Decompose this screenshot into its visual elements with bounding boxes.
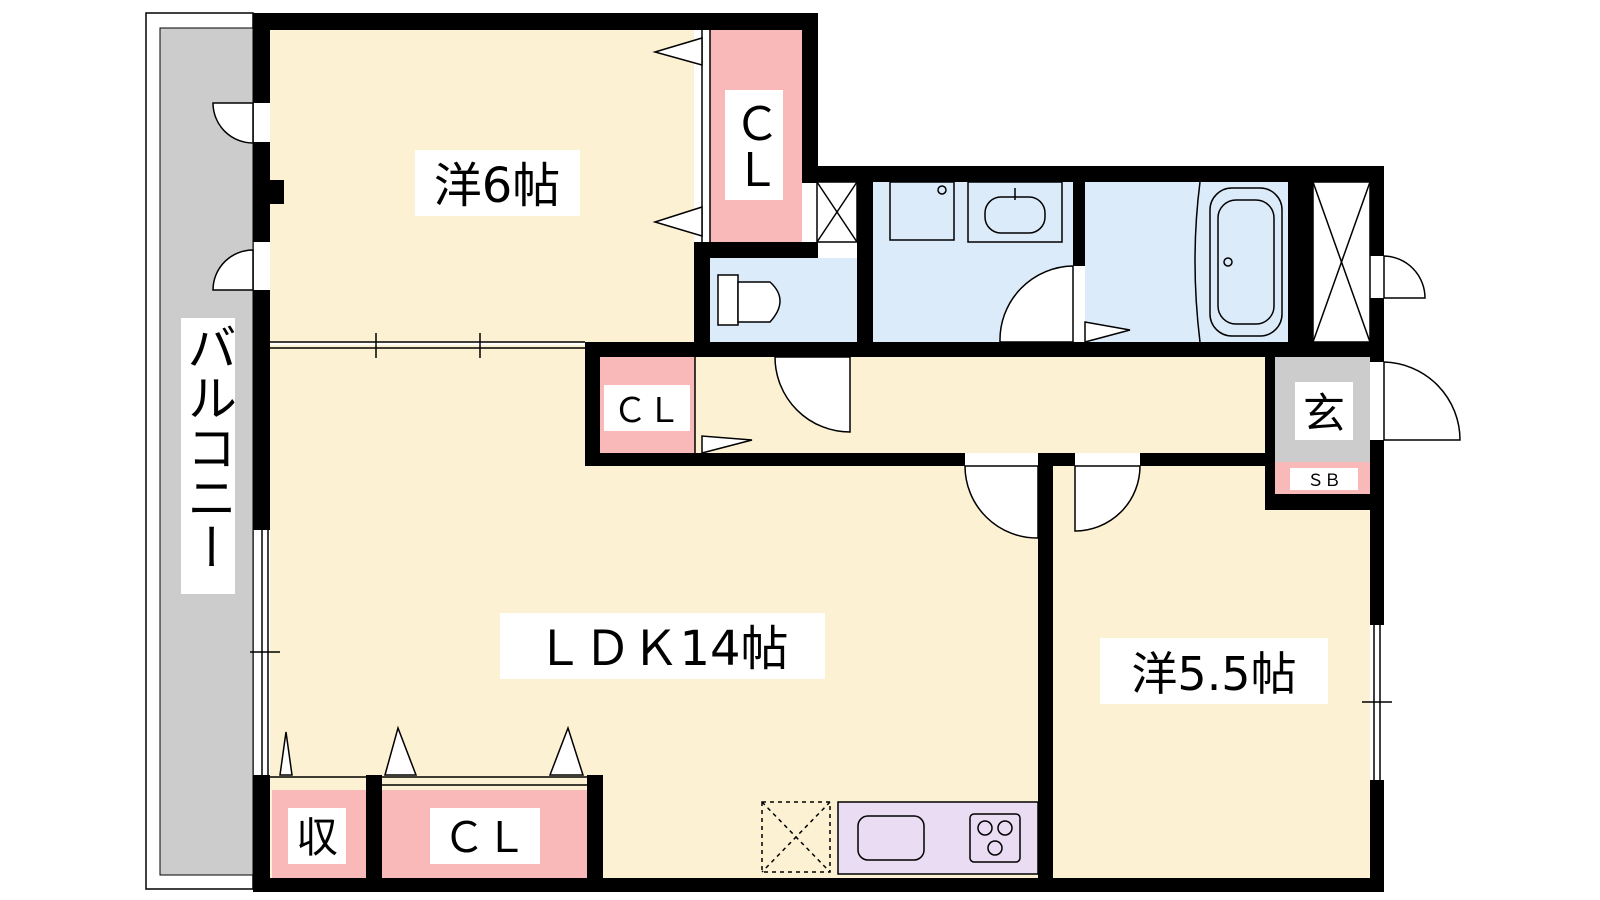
partitions [250,30,1392,786]
door-closet-top-2 [652,205,703,238]
label-western-room-6: 洋6帖 [434,158,561,214]
door-western-room-55 [1074,465,1141,532]
pipe-shaft-icon [1312,181,1371,343]
door-toilet [774,356,851,433]
label-closet-bottom: ＣＬ [443,813,527,862]
floors [270,30,1370,878]
fixtures [717,181,1371,875]
walls [253,13,1384,892]
door-closet-hall [701,435,753,454]
label-western-room-55: 洋5.5帖 [1131,647,1296,701]
label-closet-top: ＣＬ [727,100,781,192]
floor-corridor [585,357,1265,453]
door-storage [279,731,293,776]
sink-icon [857,815,925,861]
refrigerator-space-icon [761,801,831,873]
door-pipe-shaft [1383,255,1426,299]
door-washroom [999,265,1074,343]
label-storage: 収 [296,813,338,862]
stove-icon [969,813,1021,863]
balcony-label: バルコニー [179,322,237,572]
door-entrance [1383,361,1461,441]
washing-machine-icon [889,181,955,241]
door-bathroom [1084,321,1131,343]
balcony: バルコニー [145,12,254,890]
washbasin-icon [967,181,1063,243]
door-closet-bottom-1 [384,725,418,776]
doors [212,36,1461,776]
label-entrance: 玄 [1303,389,1345,438]
door-closet-bottom-2 [548,725,585,776]
door-balcony-top [212,102,254,144]
door-ldk [964,465,1039,539]
door-balcony-mid [212,249,254,291]
kitchen-counter [837,801,1039,875]
floor-ldk [270,345,1038,878]
label-ldk: ＬＤＫ14帖 [535,621,788,677]
door-closet-top-1 [652,36,703,66]
label-shoe-box: ＳＢ [1307,471,1341,491]
room-labels: 洋6帖 ＣＬ ＣＬ 玄 ＳＢ ＬＤＫ14帖 洋5.5帖 収 ＣＬ [288,90,1358,864]
label-closet-hall: ＣＬ [613,391,681,431]
bathtub-icon [1194,181,1283,343]
balcony-label-bg [181,318,235,594]
toilet-icon [717,274,781,326]
utility-shaft-icon [816,181,858,243]
